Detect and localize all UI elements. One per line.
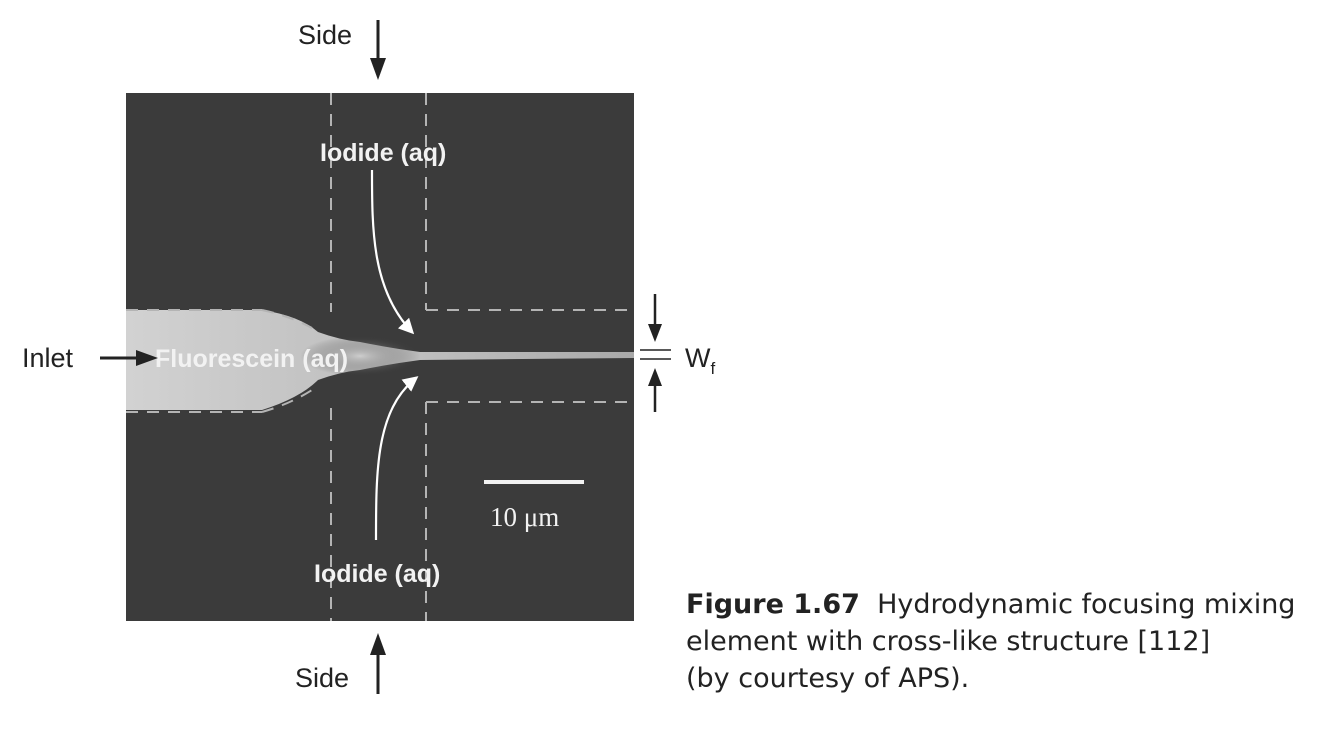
fluorescein-label: Fluorescein (aq) [155,345,348,373]
side-bottom-label: Side [295,663,349,693]
caption-text-1: Hydrodynamic focusing mixing [877,589,1296,620]
side-top-arrow [370,20,386,80]
width-label: Wf [685,343,715,378]
figure-caption: Figure 1.67 Hydrodynamic focusing mixing… [686,586,1306,697]
figure-number: Figure 1.67 [686,589,860,620]
inlet-label: Inlet [22,343,74,373]
side-bottom-arrow [370,633,386,694]
width-indicator [640,294,671,412]
fluorescein-stream [126,310,634,410]
scale-bar-label: 10 μm [490,502,559,532]
side-top-label: Side [298,20,352,50]
inlet-arrow [100,350,158,366]
iodide-bottom-label: Iodide (aq) [314,560,440,588]
caption-line-1: Figure 1.67 Hydrodynamic focusing mixing [686,586,1306,623]
width-label-main: W [685,343,711,373]
bottom-flow-arrow [374,376,419,541]
width-label-subscript: f [710,359,715,378]
channel-walls [126,93,634,621]
top-flow-arrow [370,169,415,335]
caption-line-2: element with cross-like structure [112] [686,626,1211,657]
iodide-top-label: Iodide (aq) [320,139,446,167]
caption-line-3: (by courtesy of APS). [686,663,970,694]
